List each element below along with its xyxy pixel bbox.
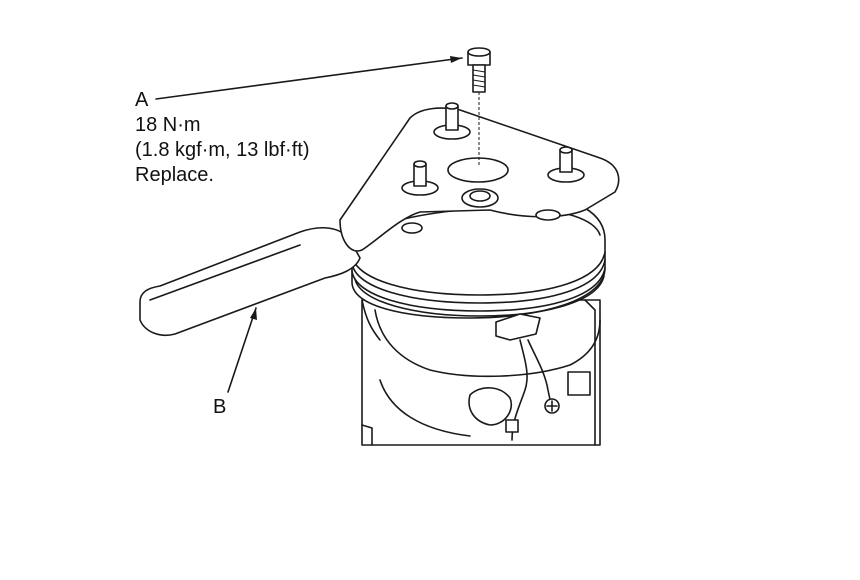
callout-a: A 18 N·m (1.8 kgf·m, 13 lbf·ft) Replace. xyxy=(135,88,310,188)
callout-a-torque: 18 N·m xyxy=(135,114,201,136)
pin-1 xyxy=(433,102,471,140)
electrical-connector xyxy=(495,313,560,441)
callout-a-torque-alt: (1.8 kgf·m, 13 lbf·ft) xyxy=(135,139,310,161)
compressor-body xyxy=(361,299,601,446)
callout-a-letter: A xyxy=(135,89,149,111)
holder-pins xyxy=(401,102,585,234)
callout-a-note: Replace. xyxy=(135,164,214,186)
leader-a xyxy=(155,56,463,100)
pin-2 xyxy=(547,146,585,183)
leader-b xyxy=(227,307,257,393)
pin-3 xyxy=(401,160,439,196)
callout-b-letter: B xyxy=(213,396,227,418)
bolt-a xyxy=(467,47,491,166)
